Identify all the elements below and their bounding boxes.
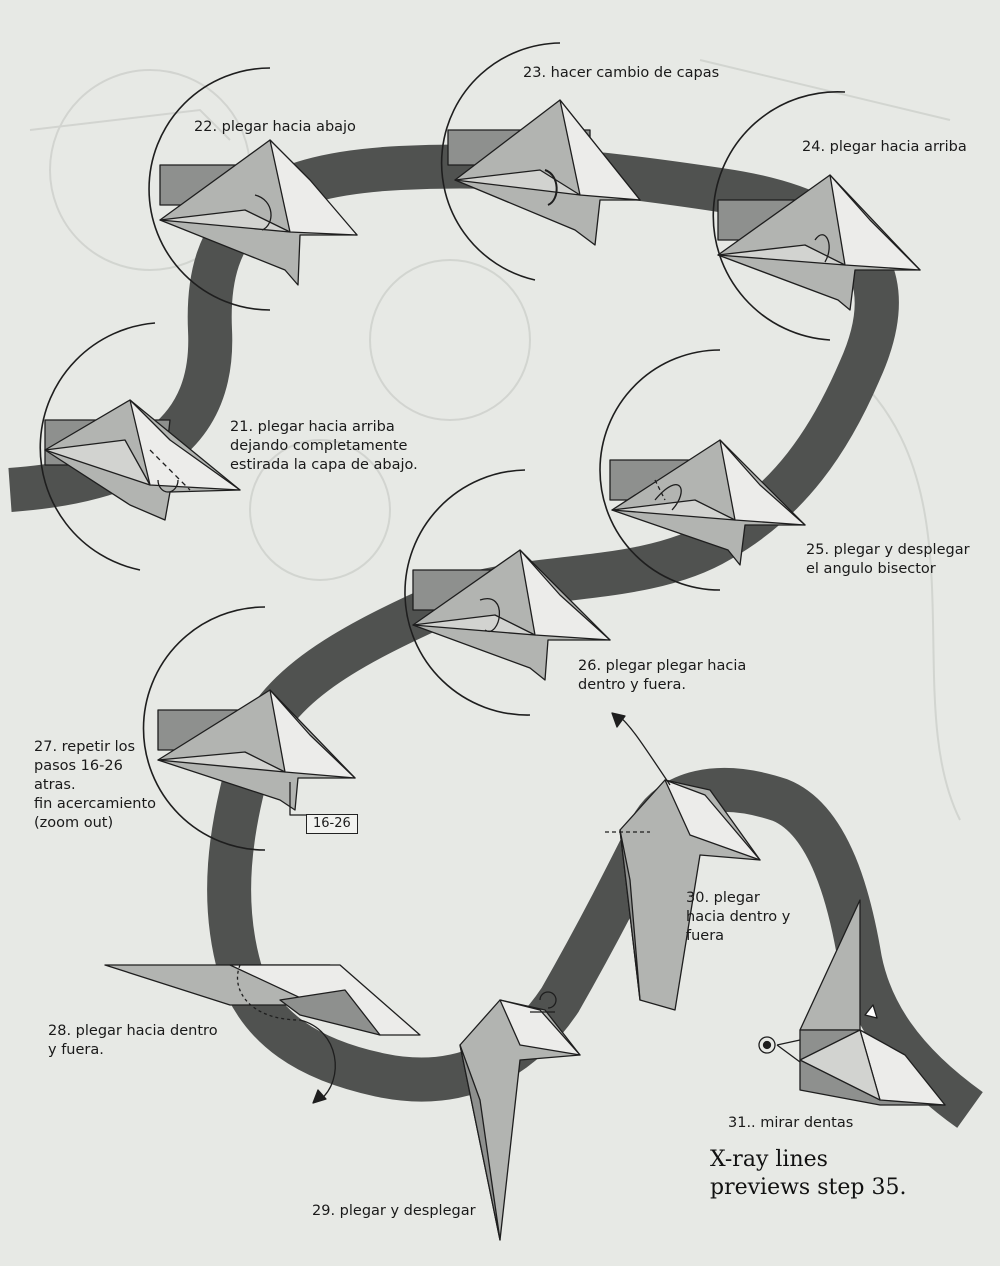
step-29-label: 29. plegar y desplegar — [312, 1203, 476, 1219]
x-ray-note: X-ray lines previews step 35. — [710, 1147, 907, 1200]
step-28-label: 28. plegar hacia dentro y fuera. — [48, 1023, 218, 1058]
step-31-label: 31.. mirar dentas — [728, 1115, 854, 1131]
model-25 — [609, 439, 806, 566]
zoom-arcs — [39, 42, 846, 851]
step-23-label: 23. hacer cambio de capas — [523, 65, 720, 81]
model-23 — [447, 99, 641, 246]
model-26 — [412, 549, 611, 681]
step-22-label: 22. plegar hacia abajo — [194, 119, 356, 135]
model-29 — [459, 991, 581, 1241]
model-21 — [44, 399, 241, 521]
step-25-label: 25. plegar y desplegar el angulo bisecto… — [806, 542, 970, 577]
reference-box-16-26: 16-26 — [306, 814, 358, 834]
zoom-arc-23 — [440, 42, 561, 281]
zoom-arc-27 — [142, 606, 266, 851]
model-drawings — [44, 99, 946, 1241]
model-22 — [159, 139, 358, 286]
model-24 — [717, 174, 921, 311]
background-shapes — [29, 59, 961, 821]
zoom-arc-26 — [404, 469, 531, 716]
model-28 — [104, 964, 421, 1104]
model-27 — [157, 689, 356, 816]
step-26-label: 26. plegar plegar hacia dentro y fuera. — [578, 658, 747, 693]
zoom-arc-24 — [712, 90, 846, 341]
zoom-arc-22 — [148, 67, 271, 311]
step-30-label: 30. plegar hacia dentro y fuera — [686, 890, 791, 944]
model-31 — [758, 899, 946, 1106]
step-21-label: 21. plegar hacia arriba dejando completa… — [230, 419, 418, 473]
model-30 — [605, 712, 761, 1011]
step-27-label: 27. repetir los pasos 16-26 atras. fin a… — [34, 739, 157, 831]
zoom-arc-25 — [599, 349, 721, 591]
step-24-label: 24. plegar hacia arriba — [802, 139, 967, 155]
zoom-arc-21 — [39, 322, 156, 571]
